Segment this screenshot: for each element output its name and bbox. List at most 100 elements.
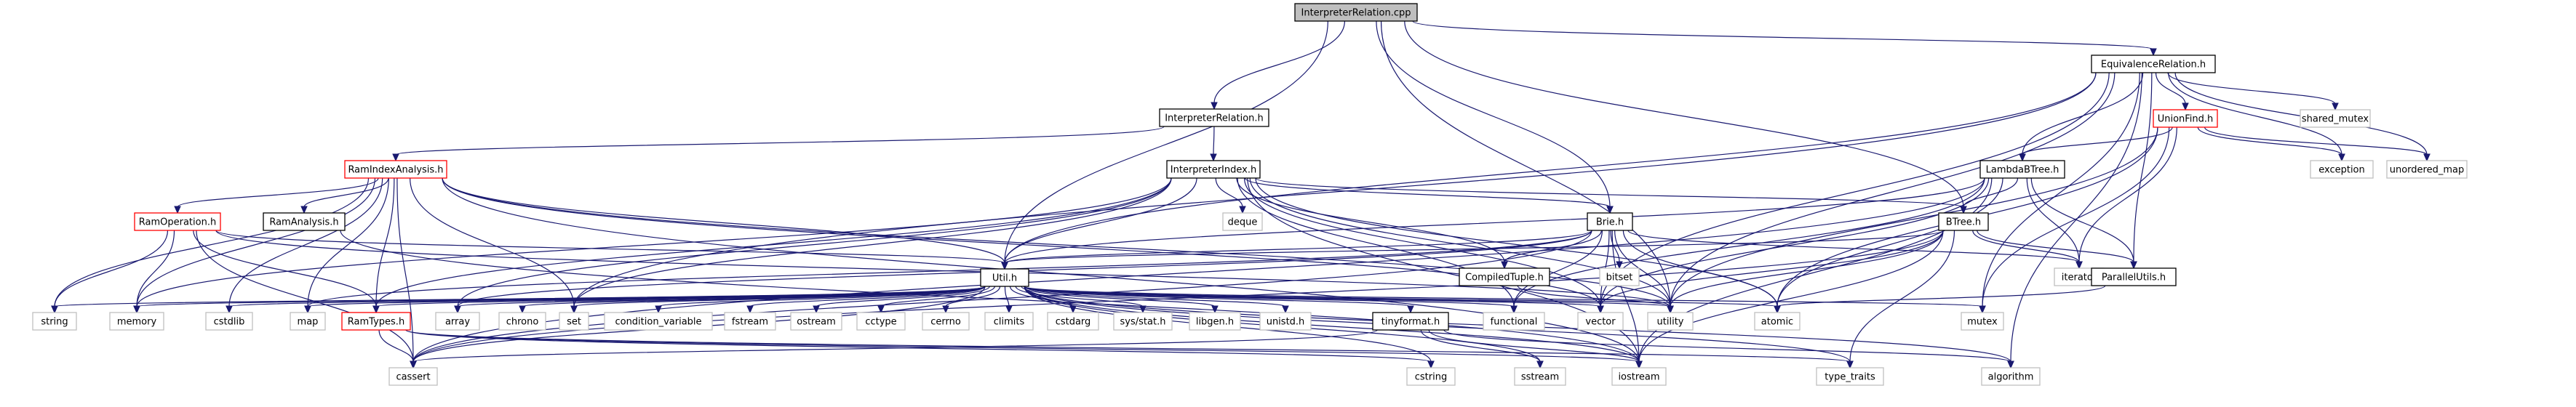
arrowhead <box>1667 305 1674 314</box>
node-iostream[interactable]: iostream <box>1611 367 1667 386</box>
node-deque[interactable]: deque <box>1222 212 1263 231</box>
edge-interp_cpp-to-util <box>1004 20 1328 264</box>
node-interp_h[interactable]: InterpreterRelation.h <box>1159 108 1269 127</box>
node-box <box>980 268 1029 287</box>
node-label: LambdaBTree.h <box>1986 165 2059 176</box>
node-box <box>435 312 480 331</box>
arrowhead <box>2150 48 2157 57</box>
node-string[interactable]: string <box>32 312 77 331</box>
edge-brie-to-iostream <box>1611 230 1640 363</box>
arrowhead <box>942 305 949 314</box>
node-label: cstdarg <box>1056 317 1091 328</box>
nodes-layer: InterpreterRelation.cppInterpreterRelati… <box>32 3 2468 386</box>
node-shared_mutex[interactable]: shared_mutex <box>2300 109 2371 128</box>
node-cassert[interactable]: cassert <box>388 367 438 386</box>
node-box <box>2386 160 2468 179</box>
arrowhead <box>51 305 58 314</box>
node-memory[interactable]: memory <box>109 312 164 331</box>
node-map[interactable]: map <box>290 312 326 331</box>
node-libgen[interactable]: libgen.h <box>1189 312 1241 331</box>
edge-util-to-cctype <box>880 286 995 307</box>
node-interpidx[interactable]: InterpreterIndex.h <box>1166 160 1261 179</box>
node-parallel[interactable]: ParallelUtils.h <box>2091 267 2177 286</box>
node-bitset[interactable]: bitset <box>1599 267 1640 286</box>
node-box <box>790 312 842 331</box>
edge-brie-to-bitset <box>1610 230 1620 263</box>
arrowhead <box>1979 305 1986 314</box>
arrowhead <box>1774 305 1781 314</box>
node-chrono[interactable]: chrono <box>498 312 546 331</box>
node-vector[interactable]: vector <box>1577 312 1624 331</box>
edge-brie-to-functional <box>1513 230 1603 307</box>
node-climits[interactable]: climits <box>984 312 1034 331</box>
node-ramop[interactable]: RamOperation.h <box>134 212 221 231</box>
node-ramtypes[interactable]: RamTypes.h <box>341 312 411 331</box>
node-unionfind[interactable]: UnionFind.h <box>2153 109 2218 128</box>
node-brie[interactable]: Brie.h <box>1587 212 1633 231</box>
arrowhead <box>1960 206 1967 214</box>
node-cstdarg[interactable]: cstdarg <box>1047 312 1099 331</box>
node-label: RamAnalysis.h <box>269 217 338 228</box>
node-util[interactable]: Util.h <box>980 268 1029 287</box>
node-atomic[interactable]: atomic <box>1754 312 1801 331</box>
node-exception[interactable]: exception <box>2310 160 2374 179</box>
node-label: ostream <box>797 317 836 328</box>
edge-util-to-cstdarg <box>1009 286 1074 307</box>
edge-ramidx-to-ramtypes <box>375 177 395 307</box>
node-label: condition_variable <box>615 317 701 328</box>
edge-lambda-to-util <box>1004 177 1985 264</box>
node-interp_cpp[interactable]: InterpreterRelation.cpp <box>1294 3 1418 22</box>
node-cctype[interactable]: cctype <box>856 312 906 331</box>
node-box <box>134 212 221 231</box>
edge-equiv-to-util <box>1004 72 2097 264</box>
node-lambda[interactable]: LambdaBTree.h <box>1979 160 2065 179</box>
node-array[interactable]: array <box>435 312 480 331</box>
edge-btree-to-type_traits <box>1849 230 1955 363</box>
node-condvar[interactable]: condition_variable <box>604 312 713 331</box>
arrowhead <box>2182 102 2189 111</box>
node-btree[interactable]: BTree.h <box>1938 212 1989 231</box>
arrowhead <box>372 305 380 314</box>
arrowhead <box>1210 153 1217 162</box>
node-ostream[interactable]: ostream <box>790 312 842 331</box>
node-cstdlib[interactable]: cstdlib <box>205 312 253 331</box>
node-sysstat[interactable]: sys/stat.h <box>1113 312 1173 331</box>
node-algorithm[interactable]: algorithm <box>1981 367 2041 386</box>
node-label: map <box>298 317 319 328</box>
arrowhead <box>2019 153 2026 162</box>
node-compiled[interactable]: CompiledTuple.h <box>1459 267 1550 286</box>
edge-util-to-cerrno <box>945 286 1001 307</box>
node-type_traits[interactable]: type_traits <box>1816 367 1884 386</box>
node-box <box>388 367 438 386</box>
node-sstream[interactable]: sstream <box>1514 367 1566 386</box>
node-label: cerrno <box>930 317 961 328</box>
node-fstream[interactable]: fstream <box>724 312 776 331</box>
node-box <box>1259 312 1312 331</box>
node-ramidx[interactable]: RamIndexAnalysis.h <box>344 160 447 179</box>
node-box <box>604 312 713 331</box>
edge-interpidx-to-utility <box>1249 177 1671 307</box>
node-box <box>205 312 253 331</box>
node-box <box>263 212 346 231</box>
node-functional[interactable]: functional <box>1483 312 1545 331</box>
edge-ramidx-to-set <box>410 177 575 307</box>
node-label: memory <box>117 317 157 328</box>
node-mutex[interactable]: mutex <box>1961 312 2004 331</box>
node-ramanalysis[interactable]: RamAnalysis.h <box>263 212 346 231</box>
node-unordered_map[interactable]: unordered_map <box>2386 160 2468 179</box>
arrowhead <box>1616 261 1623 270</box>
edge-ramop-to-util <box>215 230 1005 264</box>
node-set[interactable]: set <box>559 312 589 331</box>
edge-util-to-sysstat <box>1015 286 1144 307</box>
node-box <box>1222 212 1263 231</box>
edge-interpidx-to-array <box>457 177 1172 307</box>
node-cstring[interactable]: cstring <box>1406 367 1456 386</box>
node-equiv[interactable]: EquivalenceRelation.h <box>2091 55 2216 73</box>
node-label: Brie.h <box>1596 217 1624 228</box>
node-utility[interactable]: utility <box>1647 312 1694 331</box>
node-box <box>1406 367 1456 386</box>
node-unistd[interactable]: unistd.h <box>1259 312 1312 331</box>
node-box <box>984 312 1034 331</box>
node-tinyformat[interactable]: tinyformat.h <box>1372 312 1449 331</box>
node-cerrno[interactable]: cerrno <box>922 312 970 331</box>
